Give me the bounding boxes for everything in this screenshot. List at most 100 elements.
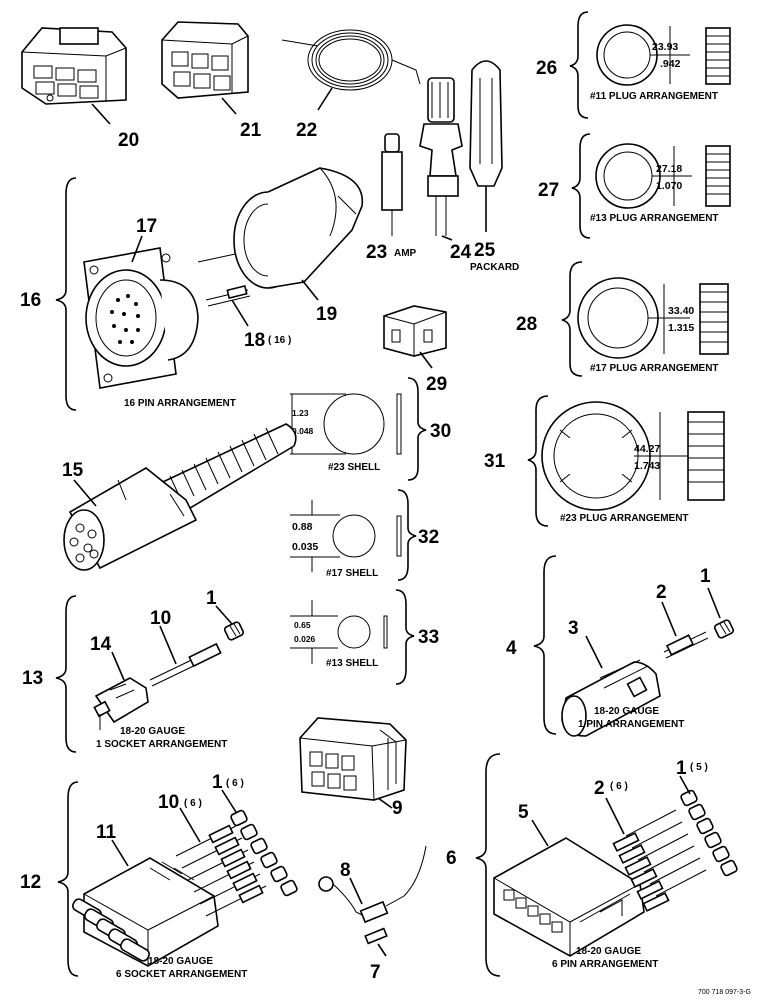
plug-13-drawing: [595, 143, 731, 209]
dim-27-in: 1.070: [656, 180, 682, 192]
item-number-21: 21: [240, 120, 262, 141]
shell-13-ring: [337, 615, 371, 649]
item-number-3: 3: [568, 618, 579, 639]
qty-1c: ( 6 ): [226, 778, 244, 789]
part-22-wire-coil: [281, 29, 421, 91]
part-3-pin-housing: [561, 659, 661, 737]
item-number-15: 15: [62, 460, 84, 481]
caption-12-arrangement: 6 SOCKET ARRANGEMENT: [116, 969, 247, 980]
caption-4-gauge: 18-20 GAUGE: [594, 706, 659, 717]
caption-plug-17: #17 PLUG ARRANGEMENT: [590, 363, 719, 374]
leader-20: [91, 103, 111, 125]
part-9-connector: [299, 717, 407, 801]
item-number-33: 33: [418, 627, 439, 648]
shell-23-side: [396, 393, 402, 455]
part-5-pin-housing: [493, 837, 645, 957]
caption-6-gauge: 18-20 GAUGE: [576, 946, 641, 957]
caption-plug-13: #13 PLUG ARRANGEMENT: [590, 213, 719, 224]
dim-28-mm: 33.40: [668, 305, 694, 317]
item-number-11: 11: [96, 822, 117, 843]
brace-13: [55, 595, 77, 753]
dim-lines-32: [290, 500, 340, 572]
dim-31-in: 1.743: [634, 460, 660, 472]
plug-11-drawing: [596, 24, 731, 86]
part-19-backshell: [233, 167, 364, 289]
part-2-pin-terminals: [612, 809, 707, 912]
leader-8: [349, 877, 363, 905]
part-8-pigtail: [318, 845, 427, 924]
shell-13-side: [383, 615, 388, 649]
item-number-18: 18: [244, 330, 265, 351]
qty-10b: ( 6 ): [184, 798, 202, 809]
part-14-socket-housing: [93, 677, 149, 730]
part-25-packard-tool: [469, 60, 503, 232]
leader-3: [585, 635, 603, 669]
part-15-plug: [63, 423, 297, 571]
caption-shell-13: #13 SHELL: [326, 658, 378, 669]
item-number-7: 7: [370, 962, 381, 983]
brace-31: [527, 395, 549, 527]
leader-1a: [215, 605, 233, 625]
part-2-pin-terminal: [663, 631, 709, 659]
item-number-2a: 2: [656, 582, 667, 603]
dim-32-mm: 0.88: [292, 521, 313, 533]
item-number-20: 20: [118, 130, 139, 151]
leader-19: [301, 279, 319, 301]
item-number-32: 32: [418, 527, 439, 548]
item-number-2b: 2: [594, 778, 605, 799]
item-number-17: 17: [136, 216, 157, 237]
tag-amp: AMP: [394, 248, 417, 259]
drawing-reference: 700 718 097-3-G: [698, 989, 751, 996]
dim-33-in: 0.026: [294, 634, 316, 644]
leader-18: [231, 299, 249, 327]
qty-1d: ( 5 ): [690, 762, 708, 773]
dim-32-in: 0.035: [292, 541, 318, 553]
caption-shell-23: #23 SHELL: [328, 462, 380, 473]
caption-plug-23: #23 PLUG ARRANGEMENT: [560, 513, 689, 524]
dim-lines-30: [290, 393, 346, 455]
item-number-27: 27: [538, 180, 559, 201]
item-number-1c: 1: [212, 772, 223, 793]
part-1-seal-b: [713, 619, 735, 639]
leader-14: [111, 651, 125, 681]
brace-32: [397, 489, 417, 581]
part-11-socket-housing: [72, 857, 219, 967]
qty-2b: ( 6 ): [610, 781, 628, 792]
caption-13-gauge: 18-20 GAUGE: [120, 726, 185, 737]
leader-24: [441, 235, 453, 241]
leader-9: [377, 797, 393, 809]
shell-17-ring: [332, 514, 376, 558]
item-number-30: 30: [430, 421, 451, 442]
leader-22: [317, 87, 333, 111]
item-number-8: 8: [340, 860, 351, 881]
caption-shell-17: #17 SHELL: [326, 568, 378, 579]
caption-16-pin: 16 PIN ARRANGEMENT: [124, 398, 236, 409]
part-1-seals-c: [230, 809, 298, 897]
part-1-seals-d: [680, 789, 738, 877]
dim-30-mm: 1.23: [292, 408, 309, 418]
leader-1c: [221, 789, 237, 813]
brace-30: [407, 377, 427, 481]
item-number-1d: 1: [676, 758, 687, 779]
part-29-housing: [383, 305, 447, 357]
item-number-16: 16: [20, 290, 41, 311]
leader-21: [221, 97, 237, 115]
dim-26-in: .942: [660, 58, 681, 70]
item-number-4: 4: [506, 638, 517, 659]
item-number-24: 24: [450, 242, 472, 263]
leader-7: [377, 943, 387, 957]
part-20-connector-housing: [21, 27, 127, 105]
item-number-10b: 10: [158, 792, 179, 813]
item-number-25: 25: [474, 240, 496, 261]
brace-16: [55, 177, 77, 411]
item-number-12: 12: [20, 872, 41, 893]
tag-packard: PACKARD: [470, 262, 519, 273]
part-1-seal: [223, 621, 245, 641]
dim-26-mm: 23.93: [652, 41, 678, 53]
item-number-29: 29: [426, 374, 447, 395]
caption-6-arrangement: 6 PIN ARRANGEMENT: [552, 959, 658, 970]
item-number-1a: 1: [206, 588, 217, 609]
caption-13-arrangement: 1 SOCKET ARRANGEMENT: [96, 739, 227, 750]
